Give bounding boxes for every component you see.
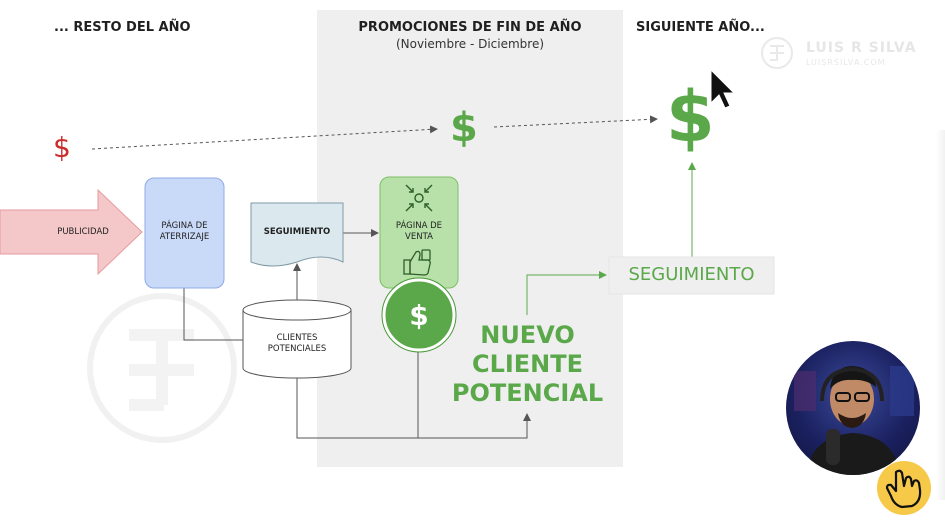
landing-page-line2: ATERRIZAJE <box>159 232 210 242</box>
left-column-header: ... RESTO DEL AÑO <box>54 20 191 35</box>
sales-page-line1: PÁGINA DE <box>395 221 443 231</box>
clients-cylinder-top <box>242 299 352 321</box>
right-edge-shadow <box>936 130 945 500</box>
webcam-avatar <box>786 341 920 475</box>
green-dollar-medium: $ <box>450 105 478 151</box>
person-icon <box>794 366 914 475</box>
right-column-header: SIGUIENTE AÑO... <box>636 20 765 35</box>
landing-to-clients-line <box>183 288 243 341</box>
watermark-url: LUISRSILVA.COM <box>806 58 886 67</box>
new-lead-label: NUEVO CLIENTE POTENCIAL <box>445 321 610 408</box>
thumbs-up-icon <box>403 249 431 276</box>
bottom-loop-arrow <box>296 378 531 439</box>
dashed-arrow-2 <box>493 115 658 128</box>
clients-line2: POTENCIALES <box>267 344 327 354</box>
logo-watermark: LUIS R SILVA LUISRSILVA.COM <box>760 36 920 77</box>
new-lead-to-followup-arrow <box>526 271 607 315</box>
middle-column-subheader: (Noviembre - Diciembre) <box>395 37 545 51</box>
dashed-arrow-1 <box>91 125 438 150</box>
sales-page-line2: VENTA <box>405 232 433 242</box>
middle-column-header: PROMOCIONES DE FIN DE AÑO <box>358 20 582 35</box>
new-lead-line1: NUEVO <box>480 321 575 349</box>
faint-logo-icon <box>87 293 237 443</box>
followup-big-label: SEGUIMIENTO <box>628 264 755 285</box>
landing-page-label: PÁGINA DE ATERRIZAJE <box>145 221 224 243</box>
logo-watermark-icon <box>761 37 793 69</box>
sale-dollar-circle <box>382 278 456 352</box>
sale-dollar: $ <box>409 299 429 332</box>
new-lead-line2: CLIENTE <box>471 350 584 378</box>
landing-page-line1: PÁGINA DE <box>161 221 208 231</box>
advertising-arrow <box>0 188 143 276</box>
new-lead-line3: POTENCIAL <box>451 379 604 407</box>
compress-arrows-icon <box>405 184 433 212</box>
advertising-label: PUBLICIDAD <box>57 227 109 237</box>
followup-label: SEGUIMIENTO <box>263 227 331 237</box>
watermark-name: LUIS R SILVA <box>806 40 917 56</box>
green-dollar-large: $ <box>666 76 715 158</box>
landing-page-box <box>144 177 225 289</box>
red-dollar: $ <box>53 131 71 164</box>
sales-page-label: PÁGINA DE VENTA <box>380 221 458 243</box>
followup-big-box <box>608 256 775 295</box>
clients-cylinder <box>242 310 352 379</box>
followup-box <box>250 202 344 267</box>
hand-pointer-icon[interactable] <box>874 458 934 518</box>
clients-line1: CLIENTES <box>276 333 318 343</box>
cursor-icon <box>710 68 736 109</box>
promo-panel <box>317 10 623 467</box>
clients-label: CLIENTES POTENCIALES <box>243 333 351 355</box>
